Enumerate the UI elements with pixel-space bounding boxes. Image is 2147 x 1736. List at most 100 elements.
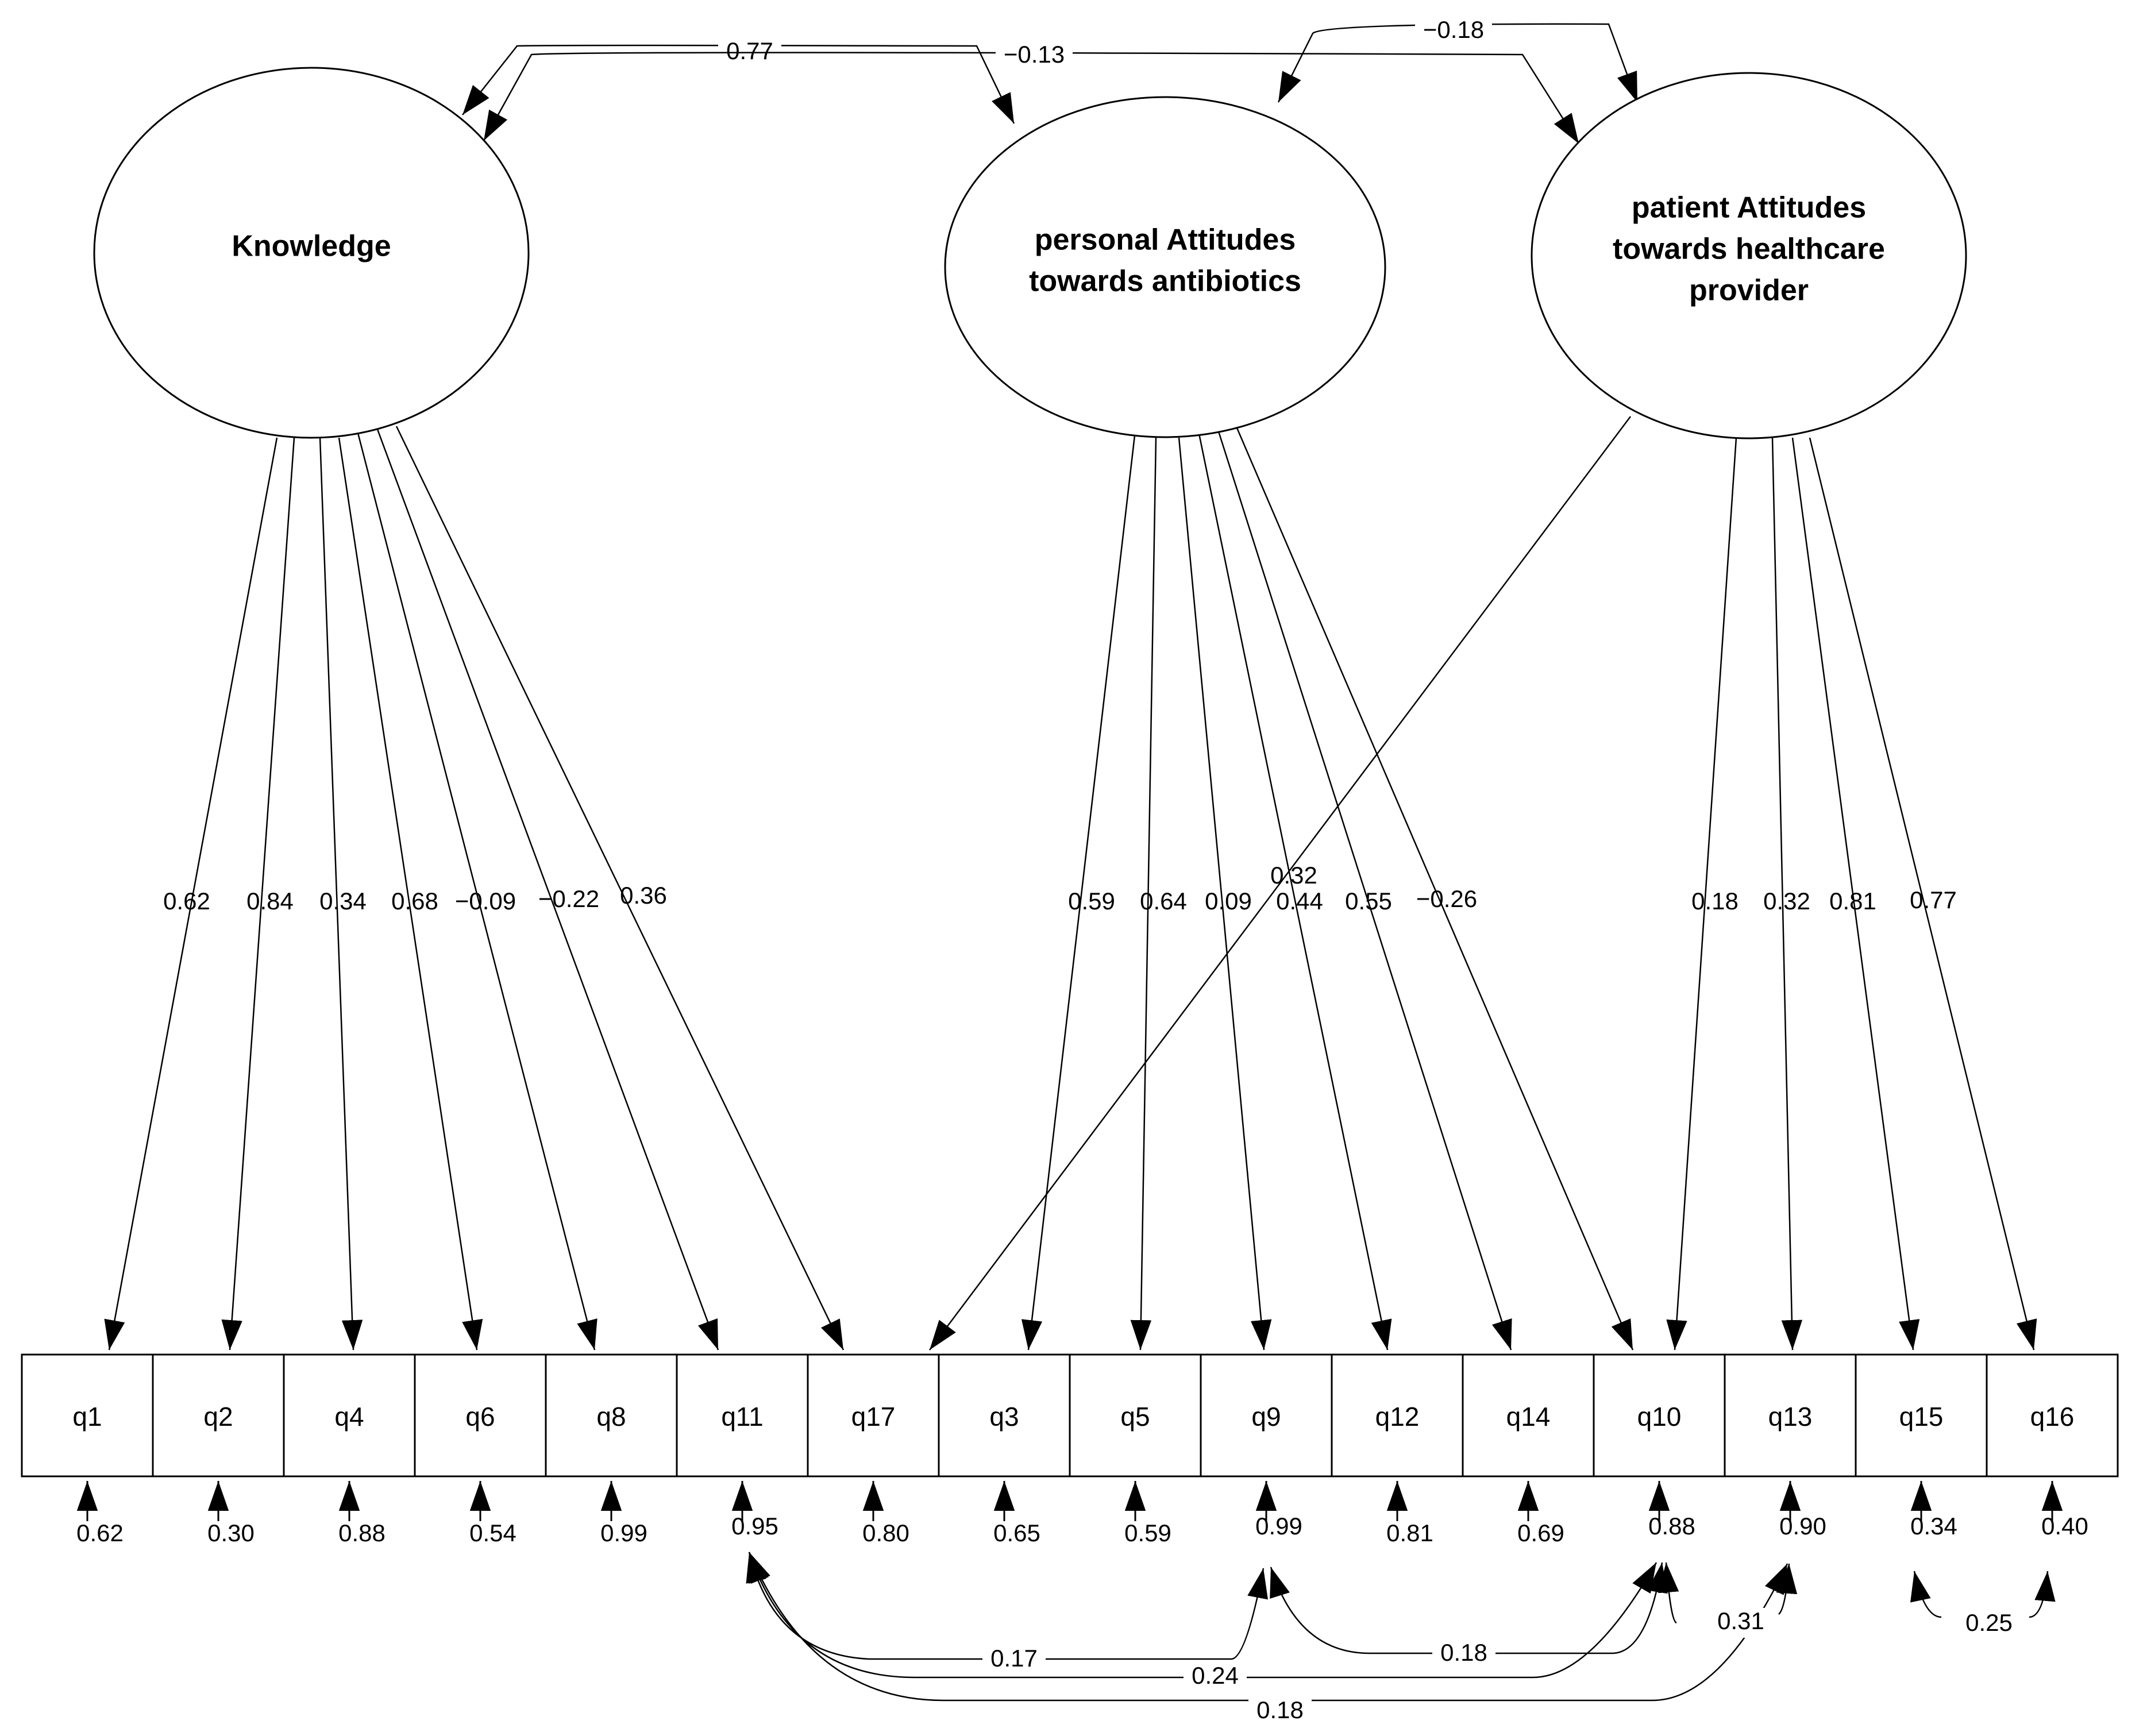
item-label: q12 [1375, 1402, 1420, 1432]
error-covariance-q9-q10 [1270, 1562, 1668, 1654]
item-label: q8 [596, 1402, 626, 1432]
loading-path-pt-q16 [1809, 437, 2037, 1351]
error-covariance-q10-q13 [1666, 1563, 1789, 1624]
loading-path-pa-q9 [1178, 437, 1272, 1351]
item-label: q9 [1251, 1402, 1281, 1432]
loading-value: −0.09 [455, 888, 516, 915]
item-label: q6 [465, 1402, 495, 1432]
error-covariance-value: 0.18 [1440, 1639, 1487, 1666]
latent-label-line: patient Attitudes [1632, 191, 1866, 225]
item-label: q3 [989, 1402, 1019, 1432]
item-label: q2 [203, 1402, 233, 1432]
loading-path-k-q6 [338, 437, 483, 1351]
loading-path-pa-q14 [1217, 429, 1512, 1351]
loading-value: 0.77 [1910, 886, 1957, 913]
latent-k: Knowledge [93, 67, 530, 439]
item-box [1986, 1353, 2119, 1477]
covariance-value: −0.13 [1004, 41, 1065, 68]
loading-path-k-q2 [221, 437, 295, 1351]
covariance-value: 0.77 [726, 37, 773, 64]
latent-ellipse [944, 96, 1386, 438]
latent-pt: patient Attitudes towards healthcare provi… [1531, 72, 1967, 439]
latent-label-line: towards antibiotics [1029, 265, 1301, 298]
loading-path-pa-q10 [1234, 423, 1634, 1351]
latent-label-line: Knowledge [232, 230, 391, 263]
latent-ellipse [93, 67, 530, 439]
item-q5: q5 [1069, 1353, 1202, 1477]
residual-value: 0.95 [731, 1513, 778, 1540]
item-label: q16 [2030, 1402, 2075, 1432]
covariance-value: −0.18 [1423, 16, 1484, 43]
residual-value: 0.65 [993, 1519, 1040, 1546]
loading-path-pa-q12 [1198, 433, 1392, 1351]
loading-value: 0.36 [620, 882, 667, 909]
error-covariance-q11-q13 [748, 1552, 1788, 1702]
loading-path-pa-q3 [1021, 435, 1136, 1351]
residual-variances: 0.62 0.30 0.88 0.54 0.99 0.95 0.80 0.65 0.59 0.99… [76, 1481, 2088, 1546]
loading-value: 0.59 [1068, 888, 1115, 915]
item-label: q1 [72, 1402, 102, 1432]
loading-value: 0.68 [391, 888, 438, 915]
latent-pa: personal Attitudes towards antibiotics [944, 96, 1386, 438]
loading-path-k-q11 [375, 426, 719, 1351]
loading-path-pt-q10 [1666, 437, 1737, 1351]
loading-path-k-q1 [104, 437, 278, 1351]
loading-value: 0.32 [1270, 862, 1317, 889]
error-covariances: 0.17 0.24 0.18 0.18 0.31 0.25 [746, 1552, 2048, 1727]
residual-value: 0.59 [1124, 1519, 1171, 1546]
residual-value: 0.54 [469, 1519, 516, 1546]
latent-label-line: towards healthcare [1613, 233, 1885, 266]
loading-path-k-q4 [319, 437, 363, 1351]
item-label: q13 [1768, 1402, 1813, 1432]
loading-path-pt-q17 [929, 416, 1631, 1351]
item-q15: q15 [1855, 1353, 1988, 1477]
error-covariance-q11-q9 [746, 1552, 1268, 1660]
latent-variables: Knowledge personal Attitudes towards antib… [93, 67, 1967, 439]
loading-value: 0.62 [163, 888, 210, 915]
error-covariance-value: 0.17 [990, 1645, 1038, 1672]
item-label: q11 [721, 1402, 763, 1432]
residual-value: 0.88 [1648, 1513, 1695, 1540]
error-covariance-value: 0.24 [1192, 1662, 1239, 1689]
loading-value: −0.26 [1416, 885, 1477, 912]
latent-label-line: provider [1689, 274, 1809, 307]
item-q13: q13 [1724, 1353, 1857, 1477]
loading-path-k-q8 [356, 430, 598, 1351]
item-label: q10 [1637, 1402, 1682, 1432]
residual-value: 0.62 [76, 1519, 124, 1546]
covariance-k-pa [462, 44, 1015, 124]
error-covariance-value: 0.18 [1256, 1696, 1304, 1723]
item-q1: q1 [21, 1353, 154, 1477]
residual-value: 0.99 [600, 1519, 647, 1546]
covariance-pa-pt [1277, 23, 1639, 103]
residual-value: 0.81 [1386, 1519, 1433, 1546]
residual-value: 0.69 [1517, 1519, 1564, 1546]
item-label: q4 [334, 1402, 364, 1432]
covariance-k-pt [483, 52, 1580, 144]
loading-path-k-q17 [395, 426, 845, 1351]
residual-value: 0.99 [1255, 1513, 1302, 1540]
item-q12: q12 [1331, 1353, 1464, 1477]
latent-covariances: 0.77 −0.13 −0.18 [462, 16, 1639, 144]
loading-value: 0.34 [319, 888, 367, 915]
item-label: q17 [851, 1402, 896, 1432]
error-covariance-value: 0.25 [1965, 1609, 2013, 1636]
residual-value: 0.40 [2041, 1513, 2088, 1540]
loading-path-pt-q15 [1791, 437, 1920, 1351]
residual-value: 0.30 [207, 1519, 255, 1546]
loading-value: 0.09 [1205, 888, 1252, 915]
residual-value: 0.90 [1779, 1513, 1826, 1540]
item-q16: q16 [1986, 1353, 2119, 1477]
residual-value: 0.80 [862, 1519, 909, 1546]
loading-value: 0.32 [1763, 888, 1810, 915]
error-covariance-value: 0.31 [1717, 1607, 1764, 1634]
loading-path-pa-q5 [1130, 437, 1157, 1351]
item-label: q15 [1899, 1402, 1944, 1432]
loading-value: 0.84 [246, 888, 294, 915]
latent-ellipse [1531, 72, 1967, 439]
latent-label-line: personal Attitudes [1035, 223, 1296, 257]
